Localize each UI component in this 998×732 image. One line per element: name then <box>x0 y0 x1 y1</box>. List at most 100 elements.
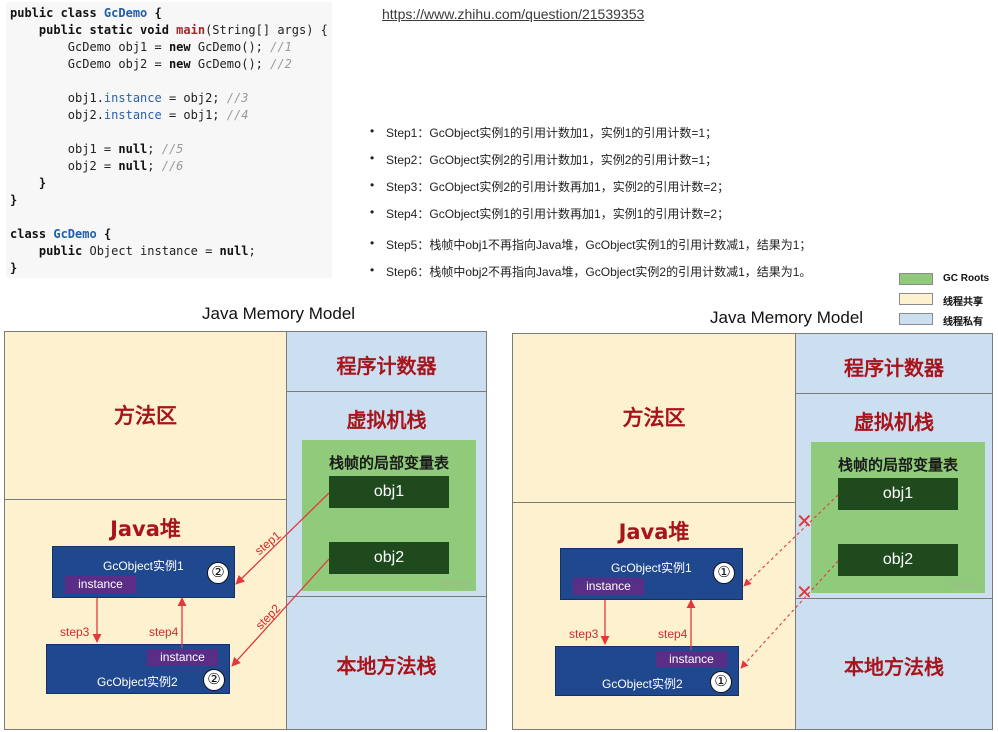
code-token: GcDemo <box>53 227 97 241</box>
legend-label: 线程私有 <box>943 317 983 328</box>
code-token: new <box>168 57 191 71</box>
step-item: Step3：GcObject实例2的引用计数再加1，实例2的引用计数=2； <box>370 178 729 195</box>
java-heap-label: Java堆 <box>110 517 181 541</box>
gcobject-2-ref-count: ① <box>710 671 732 693</box>
code-token: instance <box>103 108 162 122</box>
program-counter: 程序计数器 <box>286 331 487 392</box>
code-token: null <box>118 142 148 156</box>
local-variable-table: 栈帧的局部变量表 obj1 obj2 Gityuan <box>302 440 476 591</box>
vm-stack-label: 虚拟机栈 <box>854 410 934 434</box>
watermark: Gityuan <box>438 578 470 588</box>
watermark: Gityuan <box>947 580 979 590</box>
legend-swatch <box>899 293 933 305</box>
jmm-diagram-after: Java Memory Model 方法区 Java堆 程序计数器 虚拟机栈 本… <box>512 304 998 732</box>
code-token: instance <box>103 91 162 105</box>
step-item: Step2：GcObject实例2的引用计数加1，实例2的引用计数=1； <box>370 151 717 168</box>
gcobject-2: instance GcObject实例2 ① <box>555 646 739 696</box>
legend-swatch <box>899 313 933 325</box>
program-counter-label: 程序计数器 <box>844 356 944 380</box>
native-method-stack-label: 本地方法栈 <box>844 655 944 679</box>
code-line: obj1 = null; //5 <box>10 141 332 158</box>
code-line: } <box>10 192 332 209</box>
code-line: } <box>10 175 332 192</box>
diagram-title: Java Memory Model <box>202 304 356 323</box>
code-token: { <box>147 6 162 20</box>
code-token: GcDemo(); <box>190 40 271 54</box>
code-token: null <box>219 244 249 258</box>
code-token: ; <box>147 142 162 156</box>
gcobject-2-instance-field: instance <box>656 651 727 668</box>
code-line: public static void main(String[] args) { <box>10 22 332 39</box>
method-area-label: 方法区 <box>114 404 177 428</box>
code-token: = obj2; <box>161 91 227 105</box>
program-counter-label: 程序计数器 <box>336 354 437 378</box>
legend-label: 线程共享 <box>943 297 983 308</box>
local-variable-table-label: 栈帧的局部变量表 <box>837 457 958 474</box>
gcobject-1-instance-field: instance <box>573 578 644 595</box>
code-line: } <box>10 260 332 277</box>
code-token: //3 <box>226 91 249 105</box>
obj2-slot-label: obj2 <box>373 549 405 566</box>
obj1-slot-label: obj1 <box>882 485 914 502</box>
code-token: main <box>176 23 206 37</box>
legend-label: GC Roots <box>943 273 990 284</box>
obj2-slot: obj2 <box>838 544 958 576</box>
code-token: public static void <box>10 23 177 37</box>
code-token: ; <box>248 244 256 258</box>
gcobject-1-ref-count: ① <box>713 562 735 584</box>
code-block: public class GcDemo { public static void… <box>6 2 332 278</box>
code-line: public class GcDemo { <box>10 5 332 22</box>
gcobject-2-label: GcObject实例2 <box>602 677 683 691</box>
gcobject-2-label: GcObject实例2 <box>97 675 178 689</box>
local-variable-table: 栈帧的局部变量表 obj1 obj2 Gityuan <box>811 442 985 593</box>
code-line: public Object instance = null; <box>10 243 332 260</box>
method-area: 方法区 <box>512 333 796 503</box>
code-token: //4 <box>226 108 249 122</box>
code-line: obj1.instance = obj2; //3 <box>10 90 332 107</box>
code-token: //1 <box>270 40 292 54</box>
code-token: GcDemo obj2 = <box>10 57 169 71</box>
code-line <box>10 209 332 226</box>
code-token: { <box>96 227 112 241</box>
code-token: obj2. <box>10 108 104 122</box>
code-token: GcDemo <box>103 6 148 20</box>
jmm-diagram-before: Java Memory Model 方法区 Java堆 程序计数器 虚拟机栈 本… <box>4 304 490 732</box>
obj2-slot-label: obj2 <box>882 551 914 568</box>
step-item: Step6：栈帧中obj2不再指向Java堆，GcObject实例2的引用计数减… <box>370 263 811 280</box>
code-line <box>10 124 332 141</box>
code-line: GcDemo obj1 = new GcDemo(); //1 <box>10 39 332 56</box>
code-line <box>10 73 332 90</box>
java-heap: Java堆 <box>4 499 287 730</box>
native-method-stack: 本地方法栈 <box>286 596 487 730</box>
code-token: obj1 = <box>10 142 119 156</box>
gcobject-1: GcObject实例1 instance ② <box>52 546 235 598</box>
gcobject-1: GcObject实例1 instance ① <box>560 548 743 600</box>
obj1-slot: obj1 <box>329 476 449 508</box>
diagram-title: Java Memory Model <box>710 308 864 327</box>
code-line: obj2.instance = obj1; //4 <box>10 107 332 124</box>
native-method-stack-label: 本地方法栈 <box>336 654 437 678</box>
code-token: obj1. <box>10 91 104 105</box>
code-token: null <box>118 159 148 173</box>
obj1-slot: obj1 <box>838 478 958 510</box>
code-token: public <box>10 244 90 258</box>
native-method-stack: 本地方法栈 <box>795 598 993 730</box>
code-token: } <box>10 261 18 275</box>
code-token: } <box>10 176 47 190</box>
source-url[interactable]: https://www.zhihu.com/question/21539353 <box>382 6 645 22</box>
code-line: class GcDemo { <box>10 226 332 243</box>
java-heap-label: Java堆 <box>618 520 690 544</box>
code-token: = obj1; <box>161 108 227 122</box>
code-token: GcDemo obj1 = <box>10 40 169 54</box>
code-token: new <box>168 40 191 54</box>
method-area-label: 方法区 <box>622 406 686 430</box>
obj2-slot: obj2 <box>329 542 449 574</box>
local-variable-table-label: 栈帧的局部变量表 <box>328 455 449 472</box>
code-token: public class <box>10 6 104 20</box>
code-token: class <box>10 227 54 241</box>
legend-swatch <box>899 273 933 285</box>
gcobject-2-instance-field: instance <box>147 649 218 666</box>
gcobject-1-label: GcObject实例1 <box>611 561 692 575</box>
program-counter: 程序计数器 <box>795 333 993 394</box>
code-token: obj2 = <box>10 159 119 173</box>
